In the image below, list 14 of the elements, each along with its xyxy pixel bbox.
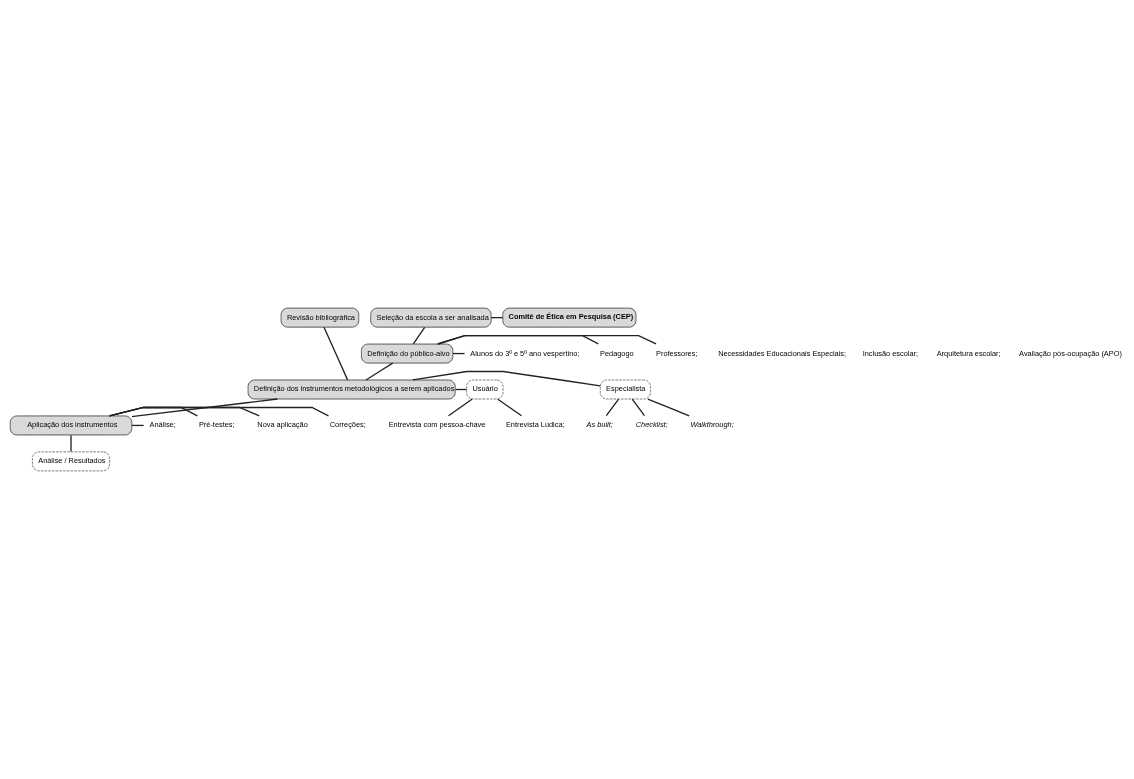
connector (497, 398, 523, 417)
connector (437, 334, 657, 345)
connector (108, 406, 260, 417)
connector (131, 398, 279, 418)
connector (412, 326, 426, 345)
connector (631, 398, 646, 417)
connector (647, 398, 690, 417)
connector (108, 406, 330, 417)
connector (605, 398, 620, 417)
connector (323, 326, 349, 381)
connector (447, 398, 473, 417)
connector (70, 434, 72, 453)
connector (437, 334, 599, 345)
connector (365, 362, 394, 381)
